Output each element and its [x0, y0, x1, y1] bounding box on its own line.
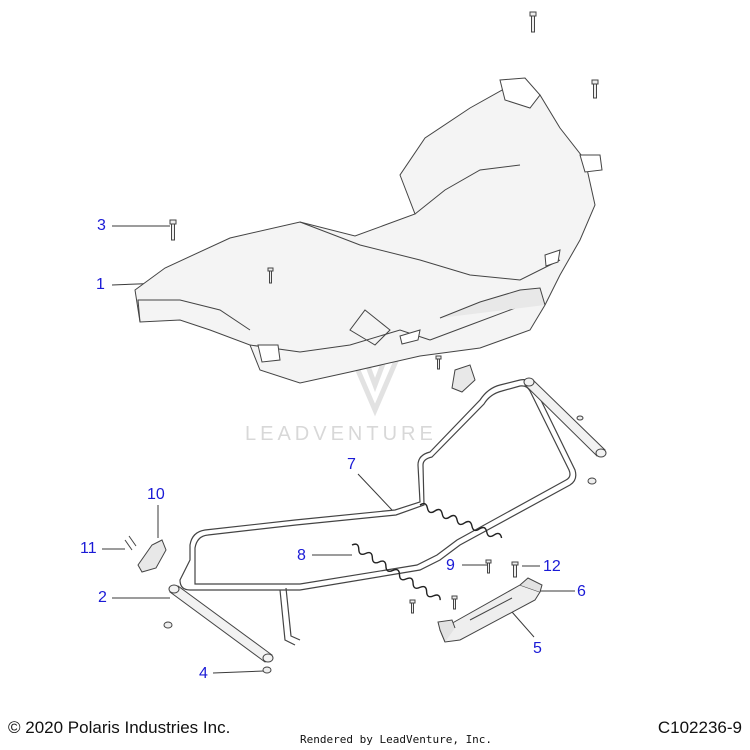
tube-right	[523, 377, 607, 458]
nut-left	[163, 621, 173, 629]
pins-part-11	[124, 535, 137, 551]
callout-12[interactable]: 12	[543, 558, 561, 575]
bolt-top-1	[529, 11, 537, 33]
callout-8[interactable]: 8	[297, 547, 306, 564]
callout-3[interactable]: 3	[97, 217, 106, 234]
bolt-rack-1	[267, 267, 274, 284]
watermark-text: LEADVENTURE	[245, 423, 437, 445]
bolt-part-3	[169, 219, 177, 241]
nut-upper-right	[576, 415, 584, 421]
rendered-by-text: Rendered by LeadVenture, Inc.	[300, 733, 493, 746]
bracket-top	[451, 364, 476, 393]
callout-4[interactable]: 4	[199, 665, 208, 682]
springs-part-8	[351, 502, 503, 601]
callout-5[interactable]: 5	[533, 640, 542, 657]
latch-plate-part-5-6	[437, 577, 543, 643]
tube-part-2	[168, 584, 274, 663]
bolt-part-9	[485, 559, 492, 574]
nuts	[163, 415, 597, 674]
bracket-part-10	[137, 539, 167, 573]
diagram-id: C102236-9	[657, 718, 742, 737]
bolts	[169, 11, 599, 614]
callout-9[interactable]: 9	[446, 557, 455, 574]
bolt-lower-1	[409, 599, 416, 614]
callout-1[interactable]: 1	[96, 276, 105, 293]
callout-2[interactable]: 2	[98, 589, 107, 606]
callout-7[interactable]: 7	[347, 456, 356, 473]
callout-6[interactable]: 6	[577, 583, 586, 600]
callout-11[interactable]: 11	[80, 540, 97, 557]
bolt-lower-2	[451, 595, 458, 610]
callout-10[interactable]: 10	[147, 486, 165, 503]
bolt-bracket-top	[435, 355, 442, 370]
leader-4	[212, 670, 265, 674]
leader-7	[357, 473, 393, 511]
copyright-text: © 2020 Polaris Industries Inc.	[8, 718, 231, 737]
rack-body-part-1	[134, 77, 603, 384]
nut-right	[587, 477, 597, 485]
leader-5	[511, 611, 535, 638]
bolt-part-12	[511, 561, 519, 578]
bolt-top-2	[591, 79, 599, 99]
nut-part-4	[262, 666, 272, 674]
frame-loop-part-7	[179, 379, 577, 646]
leader-lines	[102, 225, 575, 674]
